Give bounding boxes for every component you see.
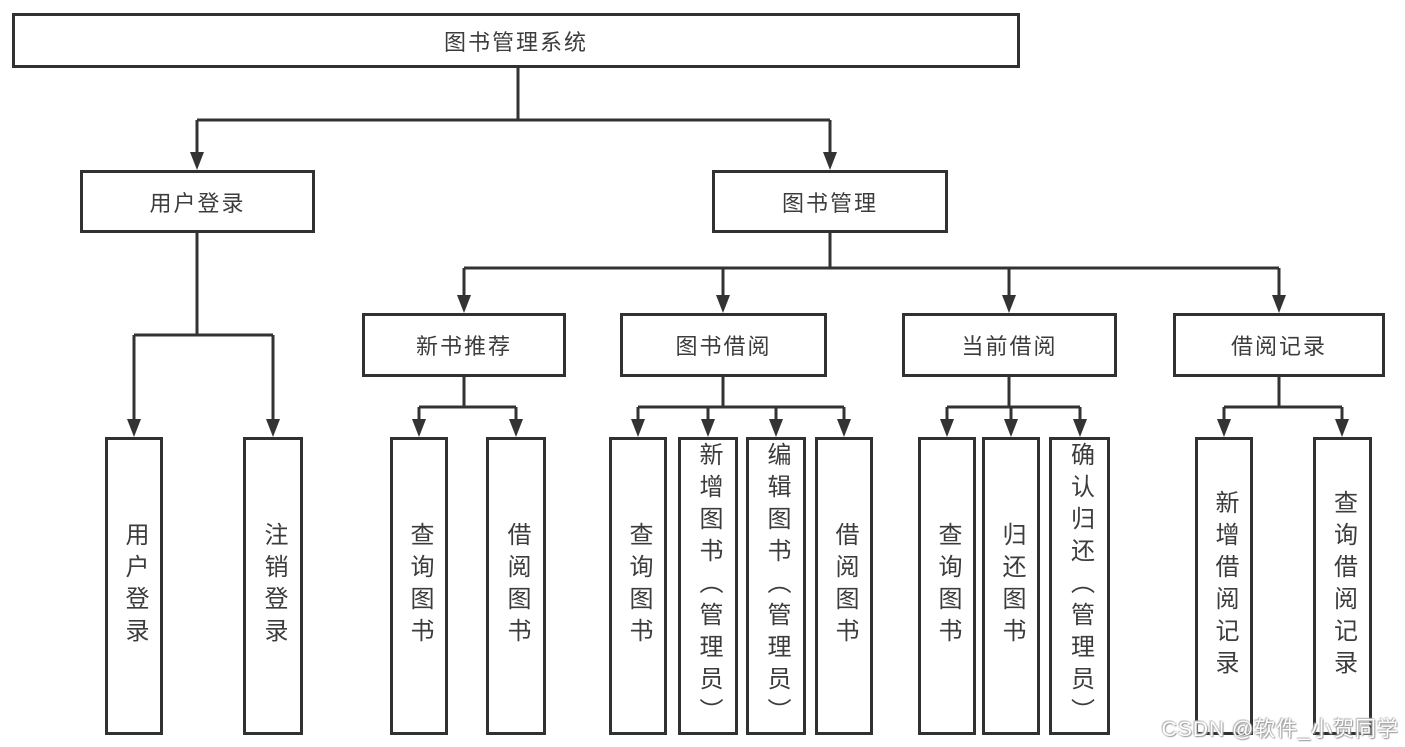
leaf-logout: 注销登录 [243, 437, 303, 735]
node-book-borrowing: 图书借阅 [620, 313, 827, 377]
node-book-borrowing-label: 图书借阅 [675, 334, 772, 359]
node-borrow-records: 借阅记录 [1173, 313, 1385, 377]
node-library-system-label: 图书管理系统 [443, 29, 588, 55]
leaf-current-return-books-label: 归还图书 [998, 522, 1025, 650]
leaf-current-query-books: 查询图书 [918, 437, 976, 735]
leaf-borrowing-borrow-books: 借阅图书 [815, 437, 873, 735]
leaf-current-confirm-return: 确认归还（管理员） [1049, 437, 1110, 735]
leaf-newbook-borrow-books: 借阅图书 [486, 437, 546, 735]
leaf-user-login: 用户登录 [105, 437, 163, 735]
leaf-borrowing-add-books: 新增图书（管理员） [678, 437, 738, 735]
node-borrow-records-label: 借阅记录 [1230, 334, 1327, 359]
leaf-records-query-record-label: 查询借阅记录 [1329, 490, 1357, 682]
node-book-management-label: 图书管理 [781, 190, 878, 216]
leaf-borrowing-edit-books-label: 编辑图书（管理员） [763, 442, 790, 730]
leaf-records-add-record-label: 新增借阅记录 [1211, 490, 1238, 682]
leaf-borrowing-add-books-label: 新增图书（管理员） [695, 442, 722, 730]
leaf-records-query-record: 查询借阅记录 [1313, 437, 1372, 735]
node-library-system: 图书管理系统 [12, 13, 1020, 68]
node-new-book-recommend-label: 新书推荐 [415, 334, 512, 359]
node-current-borrowing-label: 当前借阅 [961, 334, 1058, 359]
leaf-user-login-label: 用户登录 [121, 522, 148, 650]
leaf-newbook-query-books-label: 查询图书 [406, 522, 433, 650]
leaf-newbook-query-books: 查询图书 [390, 437, 448, 735]
leaf-borrowing-edit-books: 编辑图书（管理员） [746, 437, 806, 735]
leaf-borrowing-query-books: 查询图书 [609, 437, 667, 735]
leaf-current-return-books: 归还图书 [982, 437, 1040, 735]
node-book-management: 图书管理 [712, 170, 948, 233]
node-new-book-recommend: 新书推荐 [362, 313, 566, 377]
node-user-login: 用户登录 [80, 170, 315, 233]
leaf-current-query-books-label: 查询图书 [934, 522, 961, 650]
leaf-borrowing-borrow-books-label: 借阅图书 [831, 522, 858, 650]
leaf-records-add-record: 新增借阅记录 [1195, 437, 1253, 735]
leaf-logout-label: 注销登录 [260, 522, 287, 650]
node-current-borrowing: 当前借阅 [902, 313, 1117, 377]
leaf-newbook-borrow-books-label: 借阅图书 [503, 522, 530, 650]
leaf-current-confirm-return-label: 确认归还（管理员） [1066, 442, 1094, 730]
csdn-watermark: CSDN @软件_小贺同学 [1161, 718, 1399, 741]
node-user-login-label: 用户登录 [149, 190, 246, 216]
leaf-borrowing-query-books-label: 查询图书 [625, 522, 652, 650]
